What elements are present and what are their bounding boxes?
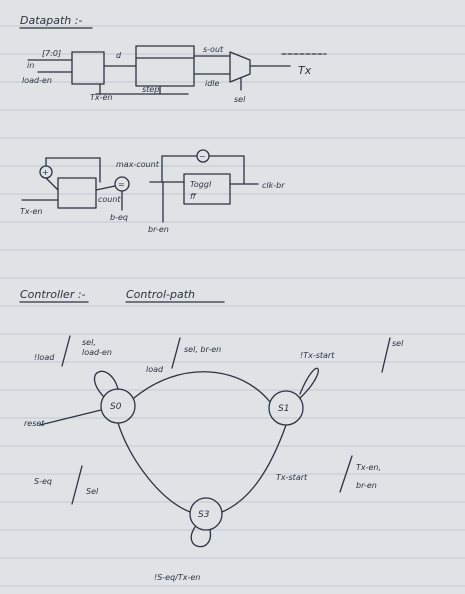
s0-loop-slash — [61, 335, 71, 367]
label-load-en: load-en — [22, 76, 52, 85]
s0-s1-cond: load — [146, 365, 164, 374]
input-register — [71, 51, 105, 85]
s3-s0-out: Sel — [86, 487, 99, 496]
s0-to-s1-arc — [133, 371, 271, 403]
label-tx-en-bottom: Tx-en — [20, 207, 43, 216]
label-plus: + — [42, 168, 49, 177]
fsm-diagram: S0 S1 S3 !load sel, load-en load sel, br… — [24, 335, 404, 582]
label-sel: sel — [234, 95, 246, 104]
label-tilde: ~ — [199, 152, 206, 161]
s3-s0-cond: S-eq — [34, 477, 52, 486]
wire-count — [95, 185, 116, 191]
label-in: in — [27, 61, 34, 70]
label-tx-en: Tx-en — [90, 93, 113, 102]
controller-heading: Controller :- — [20, 288, 86, 301]
s0-loop-out-1: sel, — [82, 338, 96, 347]
s1-to-s3-arc — [221, 424, 287, 513]
ruled-lines — [0, 25, 465, 587]
label-eq: = — [118, 180, 125, 189]
state-s0-label: S0 — [110, 402, 122, 412]
s0-loop-out-2: load-en — [82, 348, 112, 357]
label-tx: Tx — [298, 64, 312, 77]
datapath-top: in [7:0] load-en d Tx-en step s-out idle… — [22, 45, 327, 104]
output-mux — [229, 51, 251, 83]
s0-s1-slash — [171, 337, 181, 369]
s1-loop-cond: !Tx-start — [300, 351, 335, 360]
label-br-en: br-en — [148, 225, 169, 234]
reset-arrow — [39, 409, 102, 426]
s1-self-loop — [299, 367, 319, 399]
s3-self-loop — [190, 526, 212, 548]
s1-s3-slash — [339, 455, 353, 493]
label-idle: idle — [205, 79, 220, 88]
datapath-bottom: + = ~ max-count Tx-en count b-eq br-en T… — [20, 149, 285, 234]
label-count: count — [98, 195, 121, 204]
label-clk-br: clk-br — [262, 181, 285, 190]
label-step: step — [142, 85, 159, 94]
s1-s3-cond: Tx-start — [276, 473, 308, 482]
counter-register — [57, 177, 97, 209]
s1-s3-out-2: br-en — [356, 481, 377, 490]
label-toggle: Toggl — [190, 180, 212, 189]
label-bus: [7:0] — [42, 49, 61, 58]
label-d: d — [116, 51, 122, 60]
s3-loop-label: !S-eq/Tx-en — [154, 573, 200, 582]
state-s1-label: S1 — [278, 404, 289, 414]
s0-s1-out: sel, br-en — [184, 345, 221, 354]
datapath-heading: Datapath :- — [20, 14, 82, 27]
label-ff: ff — [190, 192, 197, 201]
label-s-out: s-out — [203, 45, 224, 54]
reset-label: reset — [24, 419, 45, 428]
s0-self-loop — [93, 370, 119, 397]
s1-loop-out: sel — [392, 339, 404, 348]
state-s3 — [189, 497, 223, 531]
s1-loop-slash — [381, 337, 391, 373]
label-b-eq: b-eq — [110, 213, 128, 222]
wire-adder-out — [45, 177, 59, 191]
s0-loop-cond: !load — [34, 353, 55, 362]
label-max-count: max-count — [116, 160, 160, 169]
s1-s3-out-1: Tx-en, — [356, 463, 381, 472]
s3-to-s0-arc — [117, 422, 191, 513]
s3-s0-slash — [71, 465, 83, 505]
toggle-flipflop — [183, 173, 231, 205]
control-path-heading: Control-path — [126, 288, 195, 301]
state-s3-label: S3 — [198, 510, 210, 520]
